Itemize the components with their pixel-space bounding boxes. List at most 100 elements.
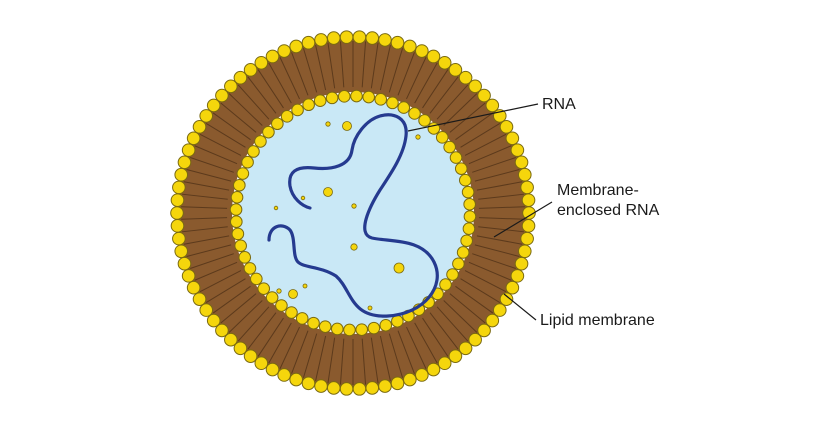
lipid-tail — [472, 253, 516, 270]
outer-lipid-head — [514, 155, 529, 170]
outer-lipid-head — [301, 35, 316, 50]
outer-lipid-head — [326, 381, 341, 395]
inner-lipid-head — [307, 316, 320, 330]
inner-lipid-head — [452, 257, 465, 271]
lipid-tail — [464, 270, 507, 293]
solute-particle — [367, 305, 373, 311]
lipid-tail — [370, 42, 379, 89]
outer-lipid-head — [224, 79, 238, 94]
outer-lipid-head — [172, 231, 186, 246]
solute-particle — [415, 134, 421, 140]
lipid-tail — [181, 193, 228, 200]
outer-lipid-head — [243, 349, 258, 363]
outer-lipid-head — [181, 269, 196, 283]
lipid-tail — [186, 244, 232, 257]
lipid-tail — [212, 285, 251, 314]
lipid-tail — [237, 306, 270, 342]
solute-particle — [323, 187, 333, 197]
inner-lipid-head — [343, 323, 356, 337]
inner-lipid-head — [463, 197, 476, 211]
outer-lipid-head — [517, 244, 532, 259]
outer-lipid-head — [485, 98, 500, 113]
inner-lipid-head — [456, 246, 470, 259]
inner-lipid-head — [418, 114, 431, 127]
rna-strand — [267, 113, 439, 318]
inner-lipid-head — [454, 162, 468, 175]
outer-lipid-head — [505, 280, 520, 295]
outer-lipid-head — [206, 313, 221, 328]
inner-lipid-head — [386, 96, 399, 110]
outer-lipid-head — [174, 167, 189, 182]
outer-lipid-head — [521, 219, 536, 233]
lipid-tail — [388, 333, 404, 378]
lipid-tail — [181, 217, 228, 220]
outer-lipid-head — [289, 372, 303, 387]
lipid-tail — [474, 169, 520, 182]
outer-lipid-head — [477, 323, 491, 338]
inner-lipid-head — [265, 291, 279, 304]
lipid-tail — [302, 48, 318, 93]
outer-lipid-head — [233, 70, 248, 85]
lipid-tail — [476, 181, 523, 191]
inner-lipid-head — [391, 314, 404, 328]
outer-lipid-head — [192, 120, 207, 134]
inner-lipid-head — [337, 90, 351, 103]
lipid-tail — [436, 306, 469, 342]
membrane-enclosed-label-line2: enclosed RNA — [557, 202, 660, 219]
inner-lipid-head — [275, 299, 288, 312]
outer-lipid-head — [254, 356, 269, 371]
aqueous-interior — [236, 96, 470, 330]
lipid-tail — [361, 41, 367, 88]
outer-lipid-head — [177, 155, 192, 170]
lipid-tail — [449, 102, 486, 133]
lipid-tail — [406, 326, 427, 369]
inner-lipid-head — [254, 135, 267, 148]
inner-lipid-head — [443, 140, 456, 154]
lipid-tail — [468, 145, 512, 165]
lipid-tail — [291, 330, 309, 374]
inner-lipid-head — [302, 98, 315, 112]
lipid-tail — [449, 293, 486, 324]
inner-lipid-head — [313, 94, 327, 107]
outer-lipid-head — [326, 31, 341, 45]
inner-lipid-head — [330, 322, 344, 336]
solute-particle — [325, 121, 331, 127]
outer-lipid-head — [485, 313, 500, 328]
outer-lipid-head — [415, 368, 429, 382]
lipid-tail — [247, 76, 277, 114]
lipid-tail — [460, 278, 501, 304]
outer-lipid-head — [186, 131, 201, 146]
outer-lipid-head — [192, 292, 207, 306]
lipid-tail — [205, 122, 246, 148]
inner-lipid-head — [318, 320, 332, 333]
lipid-tail — [429, 312, 459, 350]
outer-lipid-head — [458, 70, 473, 85]
inner-lipid-head — [462, 222, 476, 236]
lipid-tail — [257, 317, 284, 357]
lipid-membrane-label: Lipid membrane — [540, 312, 655, 329]
solute-particle — [342, 121, 352, 131]
lipid-tail — [199, 133, 242, 156]
inner-lipid-head — [243, 262, 257, 275]
inner-lipid-head — [291, 103, 304, 117]
inner-lipid-head — [241, 155, 254, 169]
lipid-tail — [406, 57, 427, 100]
lipid-tail — [422, 69, 449, 109]
outer-lipid-head — [352, 30, 367, 44]
outer-lipid-head — [365, 31, 380, 45]
outer-lipid-head — [468, 79, 482, 94]
solute-particle — [300, 195, 306, 201]
inner-lipid-head — [285, 306, 298, 319]
lipid-tail — [190, 156, 234, 173]
inner-lipid-head — [262, 125, 275, 139]
lipid-tail — [455, 112, 494, 141]
lipid-tail — [478, 206, 525, 209]
lipid-tail — [478, 217, 525, 220]
lipid-tail — [212, 112, 251, 141]
outer-lipid-head — [365, 381, 380, 395]
inner-lipid-head — [250, 272, 263, 286]
solute-particle — [273, 205, 279, 211]
inner-lipid-head — [463, 210, 477, 223]
lipid-tail — [228, 300, 263, 333]
